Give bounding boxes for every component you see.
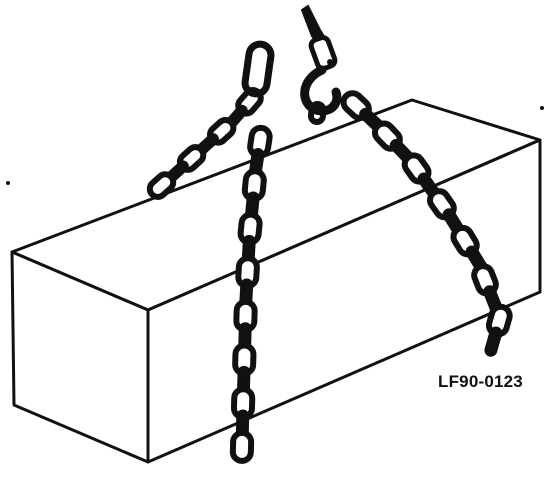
master-link	[244, 43, 273, 96]
stray-dot-left	[6, 181, 10, 185]
chain-link	[233, 433, 252, 461]
load-block	[12, 100, 540, 462]
chain-link	[485, 327, 502, 357]
hook-latch-pin	[327, 59, 333, 65]
stray-dot-right	[540, 106, 544, 110]
lifting-hook	[302, 6, 337, 111]
hook-body	[309, 36, 336, 70]
figure-code-label: LF90-0123	[438, 372, 523, 392]
